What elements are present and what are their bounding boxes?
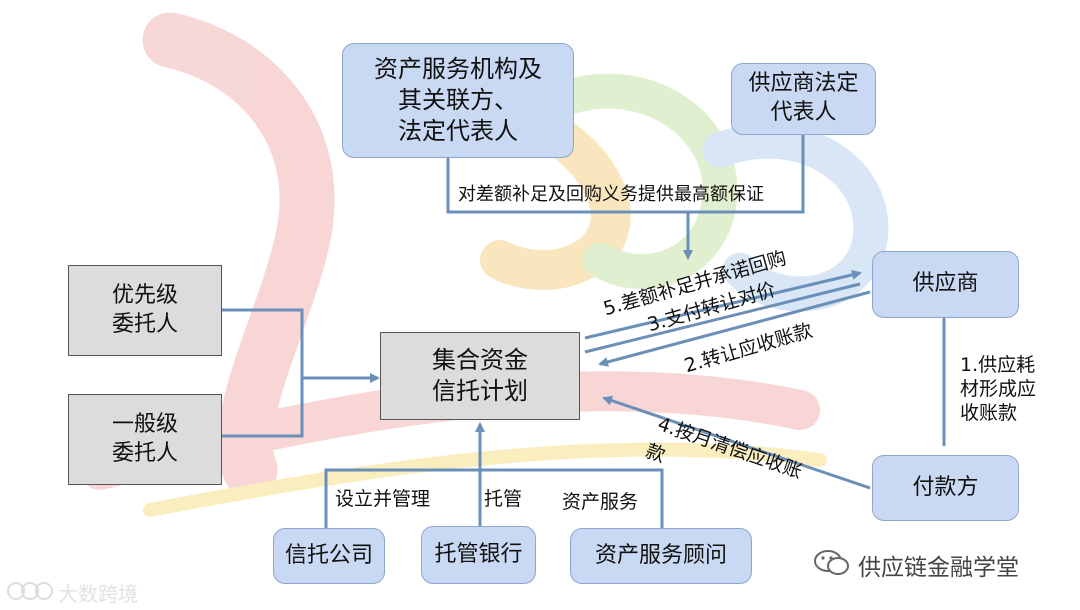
node-general-trustor: 一般级 委托人 xyxy=(68,394,222,485)
logo-icon xyxy=(7,582,53,600)
edge-payer-to-plan-step4 xyxy=(602,395,871,490)
edge-plan-to-supplier-step3 xyxy=(584,282,861,354)
node-priority-trustor: 优先级 委托人 xyxy=(68,265,222,356)
label-custody: 托管 xyxy=(484,488,523,510)
label-establish-manage: 设立并管理 xyxy=(335,488,431,510)
node-trust-company: 信托公司 xyxy=(273,528,385,584)
edge-general-trustor-to-plan xyxy=(222,378,304,438)
edge-advisor-to-plan xyxy=(480,468,664,528)
node-collective-trust-plan: 集合资金 信托计划 xyxy=(380,332,580,420)
watermark-left: 大数跨境 xyxy=(58,582,138,606)
label-step1: 1.供应耗 材形成应 收账款 xyxy=(960,354,1037,424)
watermark-brand: 供应链金融学堂 xyxy=(858,555,1019,581)
edge-priority-trustor-to-plan xyxy=(222,308,304,378)
node-asset-service-advisor: 资产服务顾问 xyxy=(570,528,752,584)
label-guarantee: 对差额补足及回购义务提供最高额保证 xyxy=(458,184,764,205)
label-asset-service: 资产服务 xyxy=(562,491,639,513)
node-custodian-bank: 托管银行 xyxy=(421,526,536,584)
node-supplier-legal-rep: 供应商法定 代表人 xyxy=(731,63,876,135)
edge-supplier-to-plan-step2 xyxy=(598,290,871,367)
edge-plan-to-supplier-step5 xyxy=(584,269,862,340)
edge-guarantee-bracket xyxy=(446,135,805,214)
edge-trust-company-to-plan xyxy=(324,468,480,528)
node-supplier: 供应商 xyxy=(872,251,1019,318)
wechat-icon xyxy=(814,550,849,575)
node-payer: 付款方 xyxy=(872,455,1019,521)
node-asset-service-org: 资产服务机构及 其关联方、 法定代表人 xyxy=(342,43,574,158)
